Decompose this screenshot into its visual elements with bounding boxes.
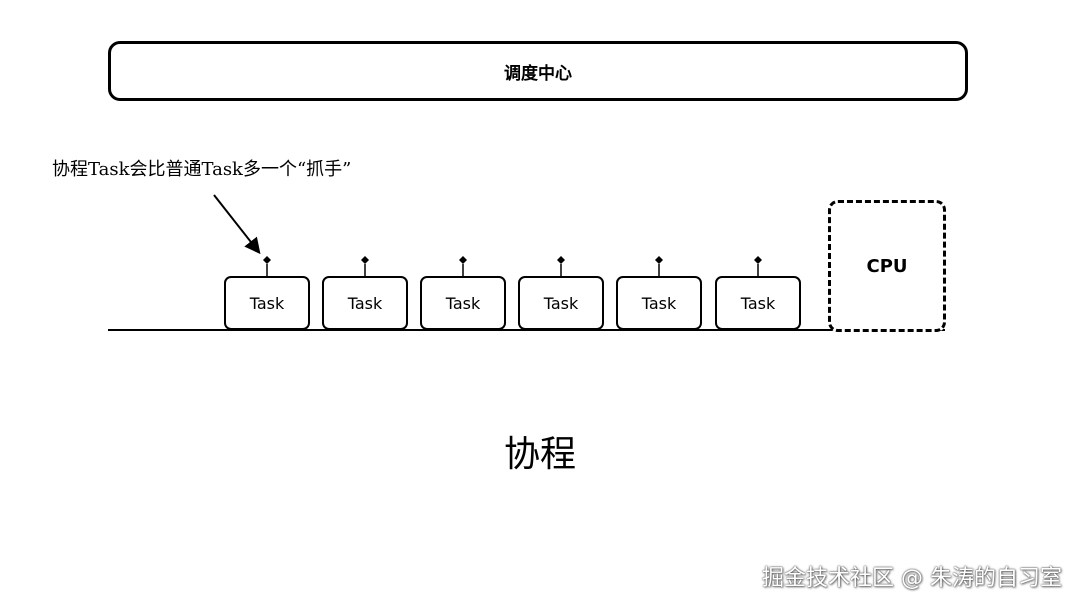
- scheduler-box: 调度中心: [108, 41, 968, 101]
- task-label: Task: [740, 293, 776, 313]
- task-label: Task: [543, 293, 579, 313]
- task-handle-icon: [753, 256, 763, 278]
- task-box: Task: [420, 256, 506, 330]
- diagram-caption: 协程: [503, 434, 576, 475]
- task-handle-icon: [556, 256, 566, 278]
- task-handle-icon: [654, 256, 664, 278]
- cpu-box: CPU: [828, 200, 946, 332]
- task-box: Task: [518, 256, 604, 330]
- task-box: Task: [322, 256, 408, 330]
- task-queue-line: [108, 329, 945, 331]
- task-handle-icon: [262, 256, 272, 278]
- task-label: Task: [445, 293, 481, 313]
- watermark: 掘金技术社区 @ 朱涛的自习室: [762, 566, 1062, 591]
- scheduler-label: 调度中心: [504, 63, 572, 84]
- handle-annotation: 协程Task会比普通Task多一个“抓手”: [52, 159, 352, 180]
- task-label: Task: [641, 293, 677, 313]
- task-label: Task: [347, 293, 383, 313]
- task-box: Task: [224, 256, 310, 330]
- task-box: Task: [616, 256, 702, 330]
- task-label: Task: [249, 293, 285, 313]
- task-handle-icon: [360, 256, 370, 278]
- annotation-arrow: [213, 194, 261, 255]
- task-box: Task: [715, 256, 801, 330]
- cpu-label: CPU: [866, 255, 908, 277]
- task-handle-icon: [458, 256, 468, 278]
